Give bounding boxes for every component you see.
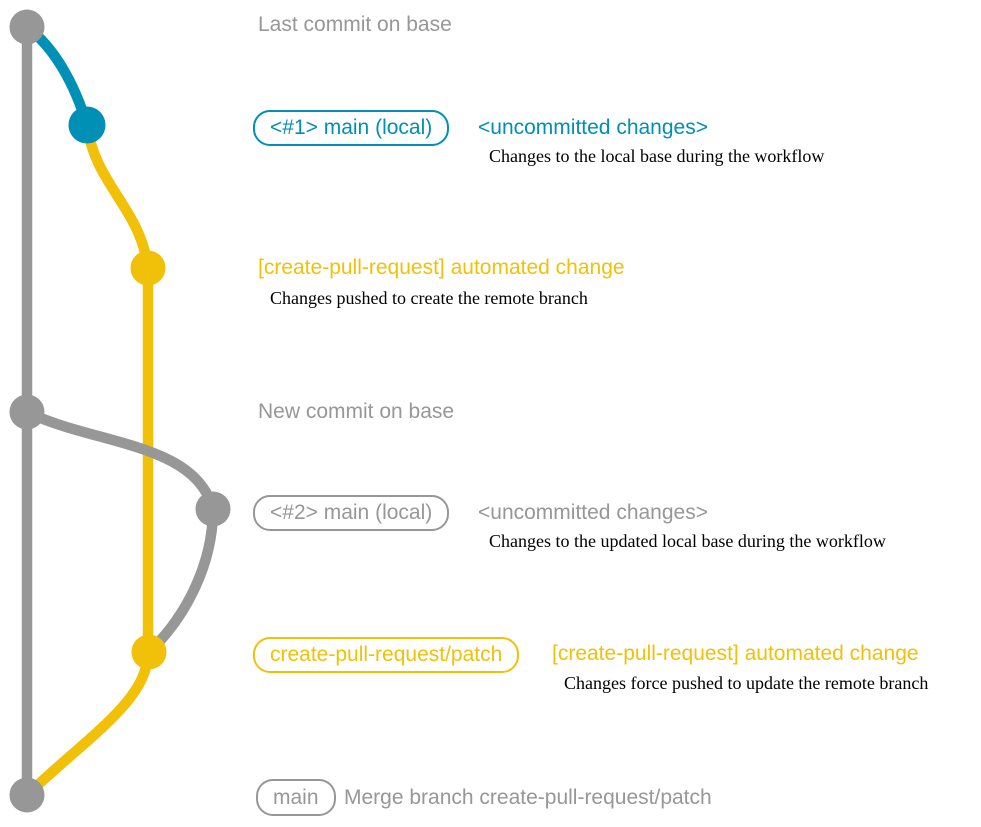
git-graph xyxy=(9,9,231,813)
commit-dot-local-2 xyxy=(195,491,231,527)
commit-dot-patch-2 xyxy=(131,634,167,670)
base-update-curve xyxy=(21,406,219,515)
label-last-commit-on-base: Last commit on base xyxy=(258,13,452,36)
heading-uncommitted-changes-1: <uncommitted changes> xyxy=(478,116,708,139)
branch-badge-main-local-1: <#1> main (local) xyxy=(253,110,450,146)
description-local-changes-1: Changes to the local base during the wor… xyxy=(489,146,825,166)
commit-dot-last-base xyxy=(9,9,45,45)
patch-branch-top-curve xyxy=(81,119,154,274)
heading-automated-change-1: [create-pull-request] automated change xyxy=(258,256,625,279)
heading-automated-change-2: [create-pull-request] automated change xyxy=(552,642,919,665)
commit-dot-local-1 xyxy=(68,106,106,144)
label-new-commit-on-base: New commit on base xyxy=(258,400,455,423)
commit-dot-new-base xyxy=(9,394,45,430)
label-merge-branch: Merge branch create-pull-request/patch xyxy=(344,786,712,809)
branch-badge-patch: create-pull-request/patch xyxy=(253,637,520,673)
branch-badge-main-local-2: <#2> main (local) xyxy=(253,495,450,531)
description-local-changes-2: Changes to the updated local base during… xyxy=(489,531,886,551)
description-push-create: Changes pushed to create the remote bran… xyxy=(270,288,588,308)
heading-uncommitted-changes-2: <uncommitted changes> xyxy=(478,501,708,524)
local-branch-2-curve xyxy=(143,503,219,658)
patch-branch-merge-curve xyxy=(21,646,154,801)
commit-dot-patch-1 xyxy=(130,250,166,286)
description-push-force-update: Changes force pushed to update the remot… xyxy=(564,673,929,693)
commit-dot-merge xyxy=(9,777,45,813)
branch-badge-main: main xyxy=(256,779,336,816)
